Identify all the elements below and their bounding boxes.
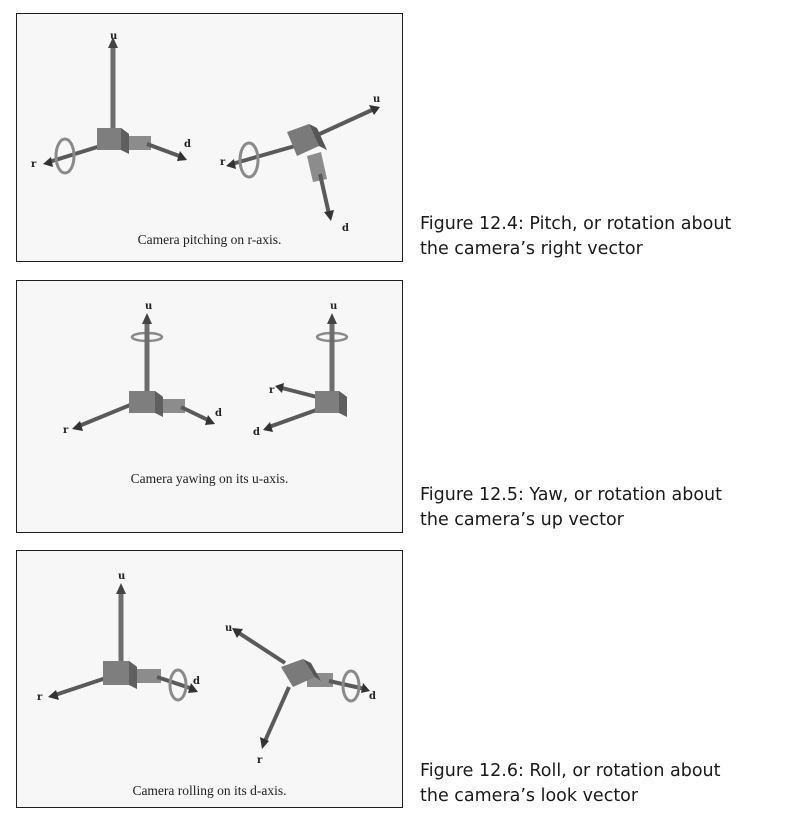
panel-caption: Camera pitching on r-axis. <box>137 232 282 247</box>
d-stub <box>163 399 185 413</box>
right-r-label: r <box>257 755 263 766</box>
pitch-diagram: u r d u r d <box>31 31 380 234</box>
figure-caption-12-5: Figure 12.5: Yaw, or rotation about the … <box>420 483 780 533</box>
right-u-label: u <box>373 94 380 105</box>
u-arrowhead <box>142 313 152 324</box>
u-arrowhead <box>232 628 243 638</box>
camera-cube <box>281 659 315 687</box>
left-r-label: r <box>37 692 43 703</box>
camera-left: u r d <box>37 571 200 703</box>
left-u-label: u <box>118 571 125 582</box>
d-arrowhead <box>188 683 198 693</box>
rotation-ring <box>54 137 76 175</box>
camera-cube <box>103 661 129 685</box>
d-arrowhead <box>177 151 187 161</box>
right-d-label: d <box>342 223 349 234</box>
camera-cube-side <box>121 128 129 154</box>
r-vector <box>54 675 110 697</box>
rotation-ring <box>238 141 260 179</box>
r-arrowhead <box>72 421 83 431</box>
camera-cube <box>315 391 339 413</box>
figure-caption-line-2: the camera’s up vector <box>420 510 624 530</box>
figure-caption-line-1: Figure 12.4: Pitch, or rotation about <box>420 214 732 234</box>
d-stub <box>129 136 151 150</box>
r-vector <box>263 686 291 742</box>
left-d-label: d <box>193 676 200 687</box>
u-arrowhead <box>108 37 118 48</box>
r-arrowhead <box>275 383 284 393</box>
left-d-label: d <box>184 139 191 150</box>
left-r-label: r <box>63 425 69 436</box>
d-stub <box>137 669 161 683</box>
d-vector <box>318 173 331 215</box>
camera-left: u r d <box>31 31 191 175</box>
left-d-label: d <box>215 408 222 419</box>
figure-caption-line-2: the camera’s right vector <box>420 239 643 259</box>
camera-cube <box>129 391 155 413</box>
left-u-label: u <box>145 301 152 312</box>
r-vector <box>281 386 318 399</box>
left-u-label: u <box>110 31 117 42</box>
right-u-label: u <box>225 623 232 634</box>
right-d-label: d <box>369 691 376 702</box>
d-arrowhead <box>324 210 334 221</box>
pitch-diagram-panel: u r d u r d Camera pitching on r-axis. <box>16 13 403 262</box>
camera-cube <box>287 124 319 156</box>
d-vector <box>180 405 211 423</box>
camera-cube-side <box>309 124 327 150</box>
figure-caption-line-1: Figure 12.5: Yaw, or rotation about <box>420 485 723 505</box>
panel-caption: Camera yawing on its u-axis. <box>130 471 289 486</box>
figure-caption-line-1: Figure 12.6: Roll, or rotation about <box>420 761 721 781</box>
camera-left: u r d <box>63 301 222 436</box>
d-stub <box>307 152 327 182</box>
right-d-label: d <box>253 427 260 438</box>
figure-caption-12-6: Figure 12.6: Roll, or rotation about the… <box>420 759 780 809</box>
r-vector <box>231 144 296 166</box>
left-r-label: r <box>31 159 37 170</box>
d-arrowhead <box>263 422 273 432</box>
right-r-label: r <box>220 157 226 168</box>
roll-diagram: u r d u r d <box>37 571 376 766</box>
u-arrowhead <box>369 105 380 115</box>
figure-caption-line-2: the camera’s look vector <box>420 786 639 806</box>
r-arrowhead <box>260 737 269 749</box>
r-vector <box>78 401 136 428</box>
right-u-label: u <box>330 301 337 312</box>
rotation-ring <box>341 669 361 703</box>
camera-cube-side <box>155 391 163 417</box>
panel-caption: Camera rolling on its d-axis. <box>132 783 287 798</box>
d-vector <box>146 142 183 159</box>
camera-cube-side <box>303 659 321 681</box>
yaw-diagram: u r d u r d <box>63 301 349 438</box>
rotation-ring <box>168 668 188 702</box>
right-r-label: r <box>269 385 275 396</box>
roll-diagram-panel: u r d u r d Camera rolling on its d-axis… <box>16 550 403 808</box>
d-arrowhead <box>205 415 215 425</box>
r-arrowhead <box>226 159 236 169</box>
r-arrowhead <box>48 690 59 700</box>
r-arrowhead <box>43 157 53 167</box>
camera-right: u r d <box>253 301 349 438</box>
u-vector <box>237 631 287 665</box>
u-arrowhead <box>116 583 126 594</box>
yaw-diagram-panel: u r d u r d Camera yawing on its u-axis. <box>16 280 403 533</box>
camera-right: u r d <box>225 623 376 766</box>
camera-cube <box>97 128 121 150</box>
camera-right: u r d <box>220 94 380 234</box>
d-vector <box>268 407 320 429</box>
figure-caption-12-4: Figure 12.4: Pitch, or rotation about th… <box>420 212 780 262</box>
camera-cube-side <box>339 391 347 417</box>
camera-cube-side <box>129 661 137 689</box>
d-arrowhead <box>361 683 370 693</box>
d-vector <box>156 675 194 691</box>
u-arrowhead <box>327 313 337 324</box>
